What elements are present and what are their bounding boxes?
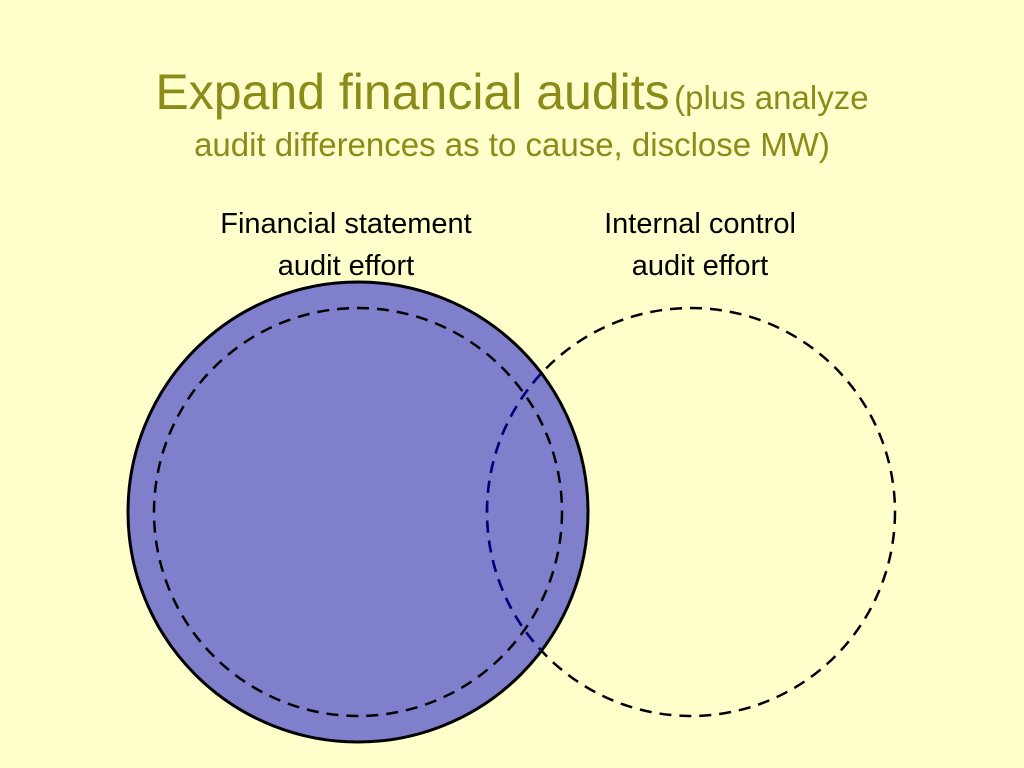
- financial-statement-label: Financial statement audit effort: [196, 203, 496, 287]
- internal-control-label-line2: audit effort: [631, 250, 769, 282]
- slide-title: Expand financial audits (plus analyze au…: [0, 62, 1024, 165]
- financial-statement-label-line1: Financial statement: [220, 208, 472, 240]
- internal-control-overlap-arc: [485, 306, 588, 718]
- title-paren-line2: audit differences as to cause, disclose …: [194, 126, 830, 163]
- original-financial-audit-circle: [152, 306, 564, 718]
- financial-statement-circle: [126, 280, 590, 744]
- title-main: Expand financial audits: [155, 64, 670, 120]
- title-paren-line1: (plus analyze: [674, 79, 869, 116]
- internal-control-label-line1: Internal control: [604, 208, 796, 240]
- internal-control-label: Internal control audit effort: [550, 203, 850, 287]
- financial-statement-label-line2: audit effort: [277, 250, 415, 282]
